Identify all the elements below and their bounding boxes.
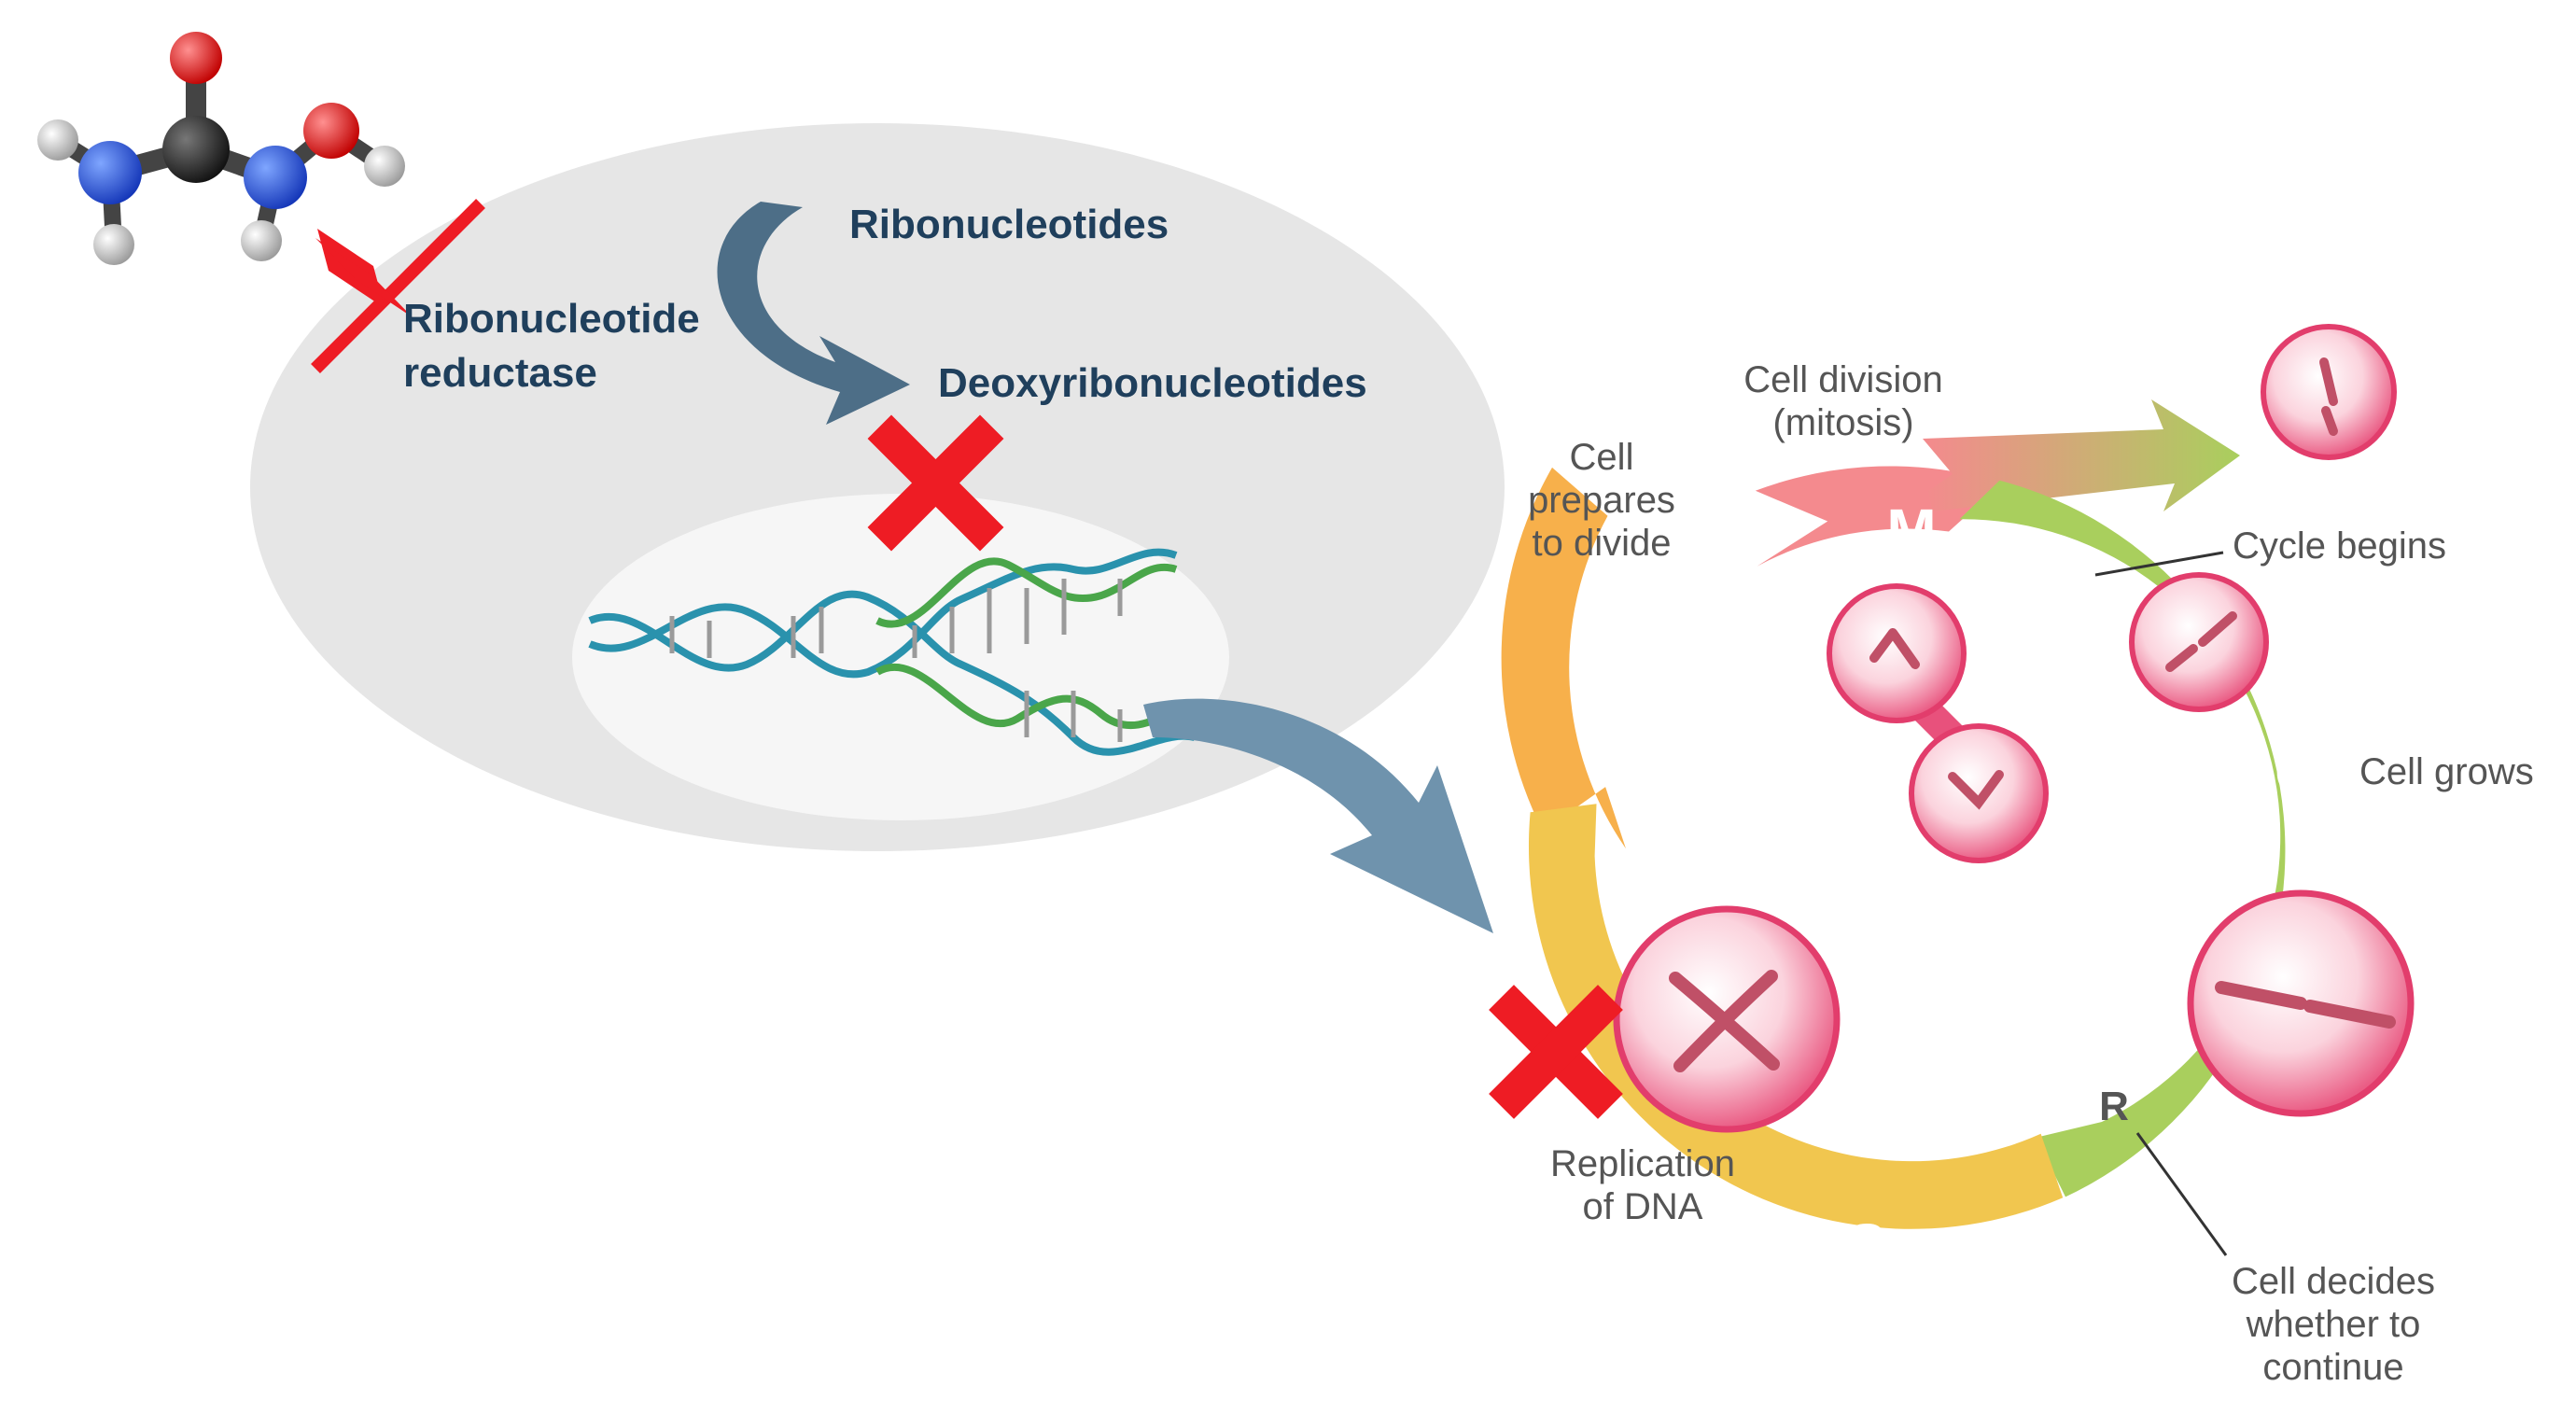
block-replication-x-icon bbox=[1489, 985, 1623, 1119]
cycle-begins-pointer bbox=[2094, 551, 2224, 577]
svg-text:2: 2 bbox=[1707, 674, 1725, 709]
decides-label-line2: whether to bbox=[2246, 1304, 2421, 1345]
phase-g2-label: G 2 bbox=[1647, 627, 1724, 709]
cycle-begins-label: Cycle begins bbox=[2233, 525, 2446, 567]
decides-label-line3: continue bbox=[2262, 1347, 2403, 1388]
phase-s-label: S bbox=[1847, 1211, 1887, 1279]
substrate-label: Ribonucleotides bbox=[849, 202, 1169, 247]
cell-daughter-exit bbox=[2261, 324, 2397, 460]
cell-cycle-begins bbox=[2129, 572, 2269, 712]
phase-g1-label: G 1 bbox=[2275, 739, 2345, 819]
cell-replicating bbox=[1613, 905, 1841, 1133]
block-x-icon bbox=[867, 414, 1004, 552]
cell-cycle-ring bbox=[1501, 399, 2286, 1229]
cell-grows bbox=[2187, 889, 2415, 1117]
svg-text:G: G bbox=[1647, 627, 1694, 694]
dna-helix-icon bbox=[588, 548, 1196, 756]
decides-label-line1: Cell decides bbox=[2232, 1261, 2435, 1302]
cell-dividing-bottom bbox=[1909, 723, 2049, 863]
checkpoint-pointer bbox=[2135, 1132, 2228, 1256]
replication-label-line2: of DNA bbox=[1583, 1186, 1703, 1227]
division-label-line2: (mitosis) bbox=[1772, 402, 1913, 443]
division-label-line1: Cell division bbox=[1743, 359, 1942, 400]
phase-segment-m-exit bbox=[1923, 399, 2240, 511]
svg-text:1: 1 bbox=[2329, 784, 2346, 819]
phase-segment-s bbox=[1528, 804, 2064, 1229]
hydroxyurea-molecule-icon bbox=[37, 32, 405, 265]
prepare-label-line3: to divide bbox=[1533, 523, 1672, 564]
replication-label-line1: Replication bbox=[1550, 1143, 1735, 1184]
svg-text:G: G bbox=[2275, 739, 2321, 806]
enzyme-label-line2: reductase bbox=[403, 350, 597, 396]
phase-segment-g2 bbox=[1501, 467, 1626, 849]
enzyme-label-line1: Ribonucleotide bbox=[403, 296, 700, 342]
cell-grows-label: Cell grows bbox=[2359, 751, 2534, 792]
inhibition-bar-icon bbox=[311, 199, 485, 373]
to-cycle-arrow-icon bbox=[1143, 698, 1493, 933]
phase-m-label: M bbox=[1886, 497, 1936, 564]
product-label: Deoxyribonucleotides bbox=[938, 360, 1367, 406]
prepare-label-line2: prepares bbox=[1528, 480, 1675, 521]
conversion-arrow-icon bbox=[717, 202, 910, 425]
prepare-label-line1: Cell bbox=[1570, 437, 1634, 478]
checkpoint-r-label: R bbox=[2099, 1084, 2129, 1129]
